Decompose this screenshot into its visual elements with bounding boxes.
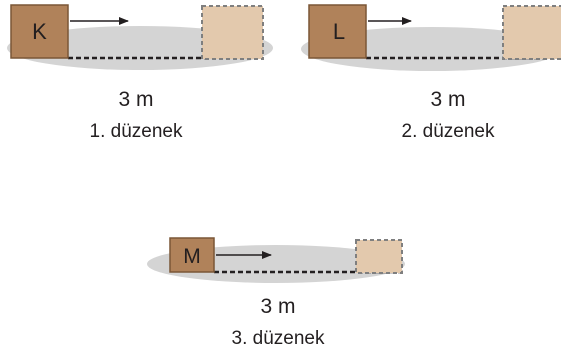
block-m-label: M <box>183 245 201 268</box>
block-l <box>308 4 367 59</box>
caption-1: 1. düzenek <box>89 121 183 142</box>
ghost-block-2 <box>502 5 561 60</box>
setup-3: M <box>147 237 405 283</box>
block-k <box>10 4 69 59</box>
block-k-label: K <box>32 19 47 44</box>
ghost-block-1 <box>201 5 264 60</box>
setup-2: L <box>301 4 561 71</box>
distance-label-2: 3 m <box>430 88 466 111</box>
caption-2: 2. düzenek <box>401 121 495 142</box>
distance-label-3: 3 m <box>260 295 296 318</box>
ghost-block-3 <box>355 239 403 274</box>
caption-3: 3. düzenek <box>231 328 325 349</box>
block-l-label: L <box>333 19 345 44</box>
block-m <box>169 237 215 273</box>
setup-1: K <box>7 4 273 70</box>
distance-label-1: 3 m <box>118 88 154 111</box>
